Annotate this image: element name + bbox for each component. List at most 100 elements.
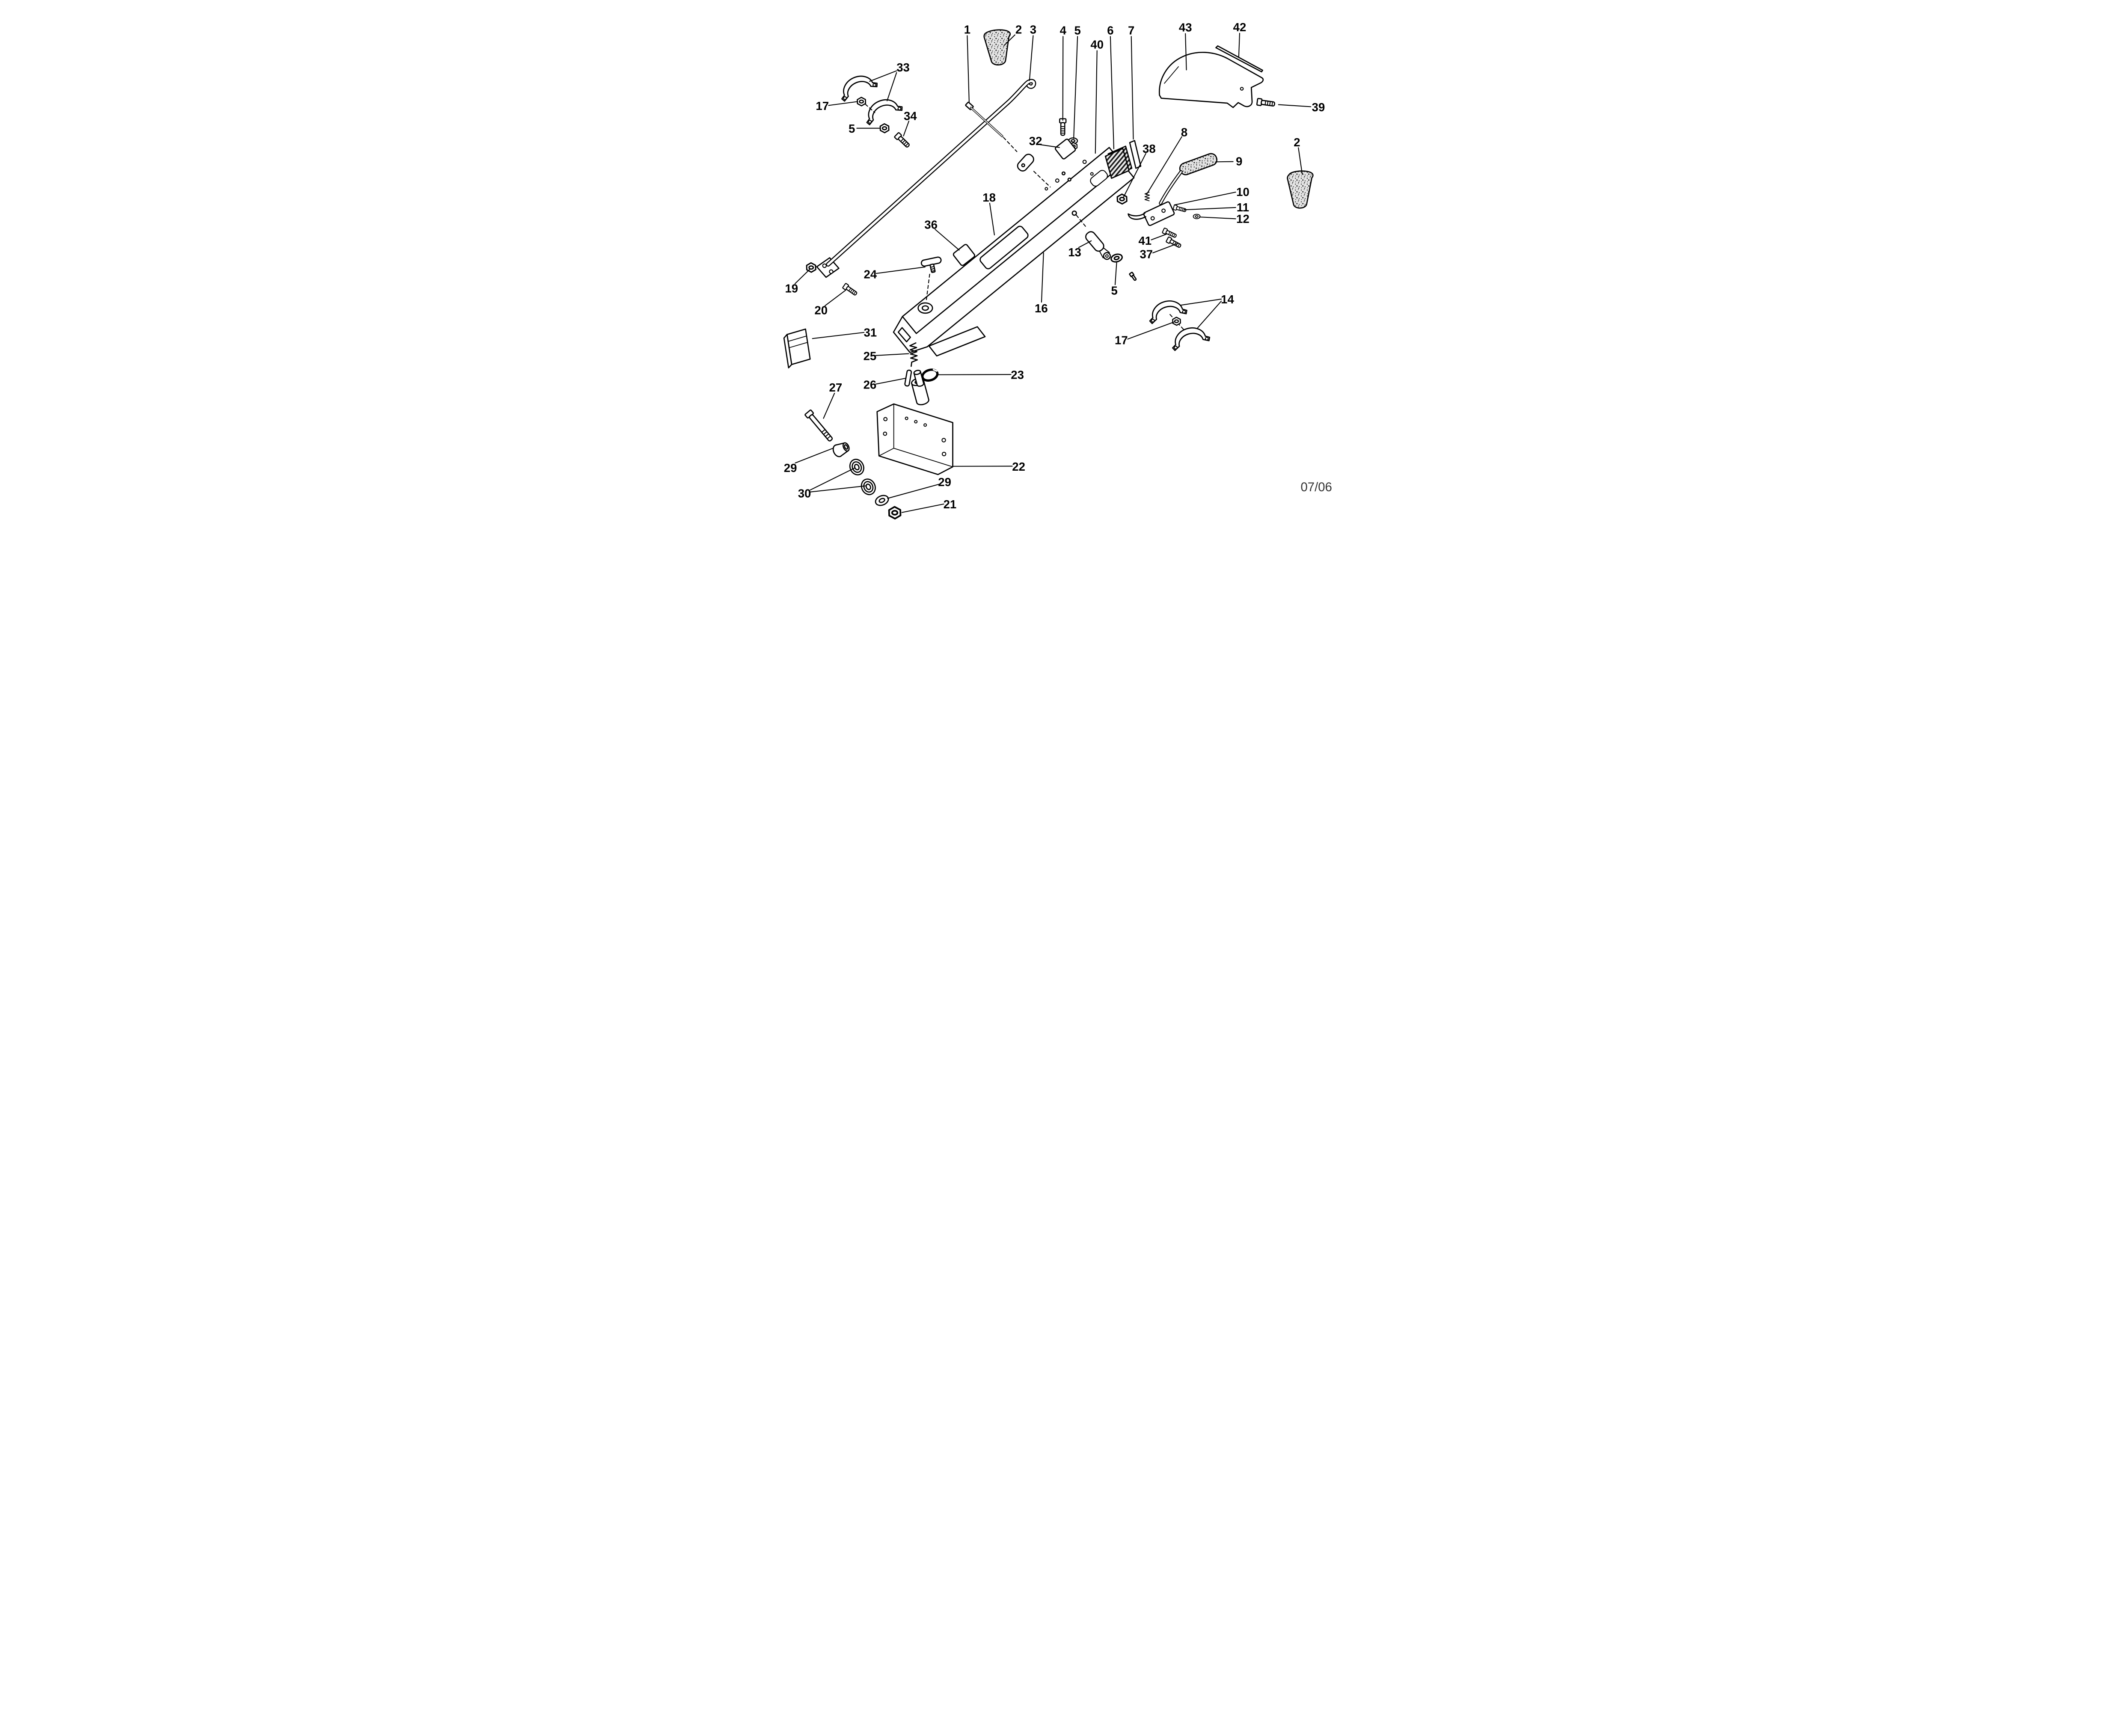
part-plate-32 (1055, 138, 1076, 160)
part-bolt-4 (1059, 118, 1067, 136)
callout-label: 32 (1029, 134, 1042, 148)
part-washer-29b (875, 495, 889, 506)
leader-line (887, 72, 897, 101)
callout-label: 18 (982, 191, 996, 204)
leader-line (1151, 234, 1167, 240)
part-knob-2-right (1287, 170, 1314, 209)
part-console-body (893, 147, 1135, 357)
leader-line (1029, 35, 1034, 81)
callout-label: 12 (1236, 212, 1249, 226)
callout-label: 34 (904, 110, 917, 123)
leader-line (938, 374, 1012, 375)
leader-line (875, 353, 909, 356)
callout-label: 2 (1015, 23, 1022, 36)
callout-label: 26 (864, 378, 877, 391)
callout-label: 16 (1035, 302, 1048, 315)
callout-label: 6 (1107, 24, 1113, 37)
callout-label: 17 (1115, 333, 1128, 347)
leader-line (1174, 191, 1236, 205)
callout-label: 36 (924, 218, 938, 231)
part-washer-12 (1193, 214, 1201, 220)
callout-label: 22 (1012, 460, 1025, 473)
callout-label: 4 (1060, 24, 1067, 37)
callout-label: 40 (1090, 38, 1104, 51)
leader-line (1298, 147, 1303, 175)
part-brake-lever-assembly (1128, 153, 1218, 226)
leader-line (810, 485, 867, 493)
leader-lines-layer (794, 33, 1312, 513)
callout-label: 19 (785, 282, 798, 295)
callout-label: 39 (1312, 101, 1325, 114)
leader-line (823, 392, 835, 419)
leader-line (935, 228, 960, 251)
leader-line (1199, 217, 1236, 220)
callout-label: 24 (864, 268, 877, 281)
part-bolt-27 (804, 409, 833, 442)
callout-label: 29 (784, 461, 797, 475)
callout-label: 11 (1237, 201, 1249, 214)
leader-line (1078, 240, 1092, 248)
leader-line (1127, 321, 1175, 340)
leader-line (1095, 50, 1098, 154)
callout-label: 29 (938, 475, 951, 489)
part-pad-31 (783, 328, 811, 368)
callout-label: 13 (1068, 246, 1081, 259)
part-bearing-30a (849, 459, 864, 475)
callout-label: 5 (849, 122, 855, 135)
part-bolt-11 (1172, 204, 1187, 214)
leader-line (875, 266, 926, 274)
part-cover-43 (1159, 51, 1264, 108)
callout-label: 7 (1128, 24, 1134, 37)
part-bolt-20 (842, 282, 858, 297)
part-bearing-30b (861, 478, 876, 496)
leader-line (1183, 207, 1236, 211)
part-filter-6 (1104, 145, 1133, 179)
part-spring-25 (909, 342, 918, 367)
callout-label: 33 (896, 61, 910, 74)
part-clamps-33 (835, 69, 904, 126)
part-nut-17b (1172, 317, 1181, 326)
part-latch-13 (1071, 210, 1111, 260)
callout-label: 30 (798, 487, 811, 500)
leader-line (1152, 243, 1179, 254)
callout-label: 31 (864, 326, 877, 339)
part-panel-7 (1129, 140, 1142, 169)
callout-label: 17 (816, 99, 829, 113)
callout-label: 41 (1138, 234, 1151, 247)
callout-label: 38 (1143, 142, 1156, 155)
leader-line (875, 378, 906, 385)
leader-line (1041, 252, 1044, 303)
part-knob-2-upper (983, 29, 1011, 65)
part-nut-21 (888, 506, 902, 519)
leader-line (828, 101, 858, 106)
callout-label: 14 (1221, 293, 1234, 306)
callout-label: 10 (1236, 185, 1249, 199)
leader-line (1238, 33, 1240, 57)
callout-label: 3 (1030, 23, 1036, 36)
part-pin-26 (904, 369, 912, 387)
callout-label: 21 (944, 498, 957, 511)
part-handle-tube (816, 79, 1036, 278)
callout-label: 27 (829, 381, 843, 394)
callout-label: 8 (1181, 125, 1187, 139)
leader-line (901, 503, 944, 513)
leader-line (887, 484, 940, 499)
part-bolt-34 (893, 132, 911, 149)
leader-line (1114, 262, 1117, 285)
callout-label: 25 (864, 349, 877, 362)
date-stamp: 07/06 (1300, 480, 1332, 494)
leader-line (1185, 33, 1187, 71)
leader-line (1110, 36, 1115, 149)
part-tknob-24 (920, 256, 942, 303)
part-strip-42 (1215, 45, 1263, 73)
leader-line (1123, 153, 1146, 198)
leader-line (1278, 104, 1312, 107)
leader-line (1131, 36, 1134, 140)
part-washer-5c (1110, 252, 1137, 281)
callout-label: 5 (1074, 24, 1080, 37)
part-bolt-39 (1256, 98, 1276, 108)
leader-line (1197, 300, 1222, 329)
callout-label: 20 (814, 304, 828, 317)
callout-label: 37 (1140, 247, 1153, 261)
leader-line (810, 467, 856, 490)
